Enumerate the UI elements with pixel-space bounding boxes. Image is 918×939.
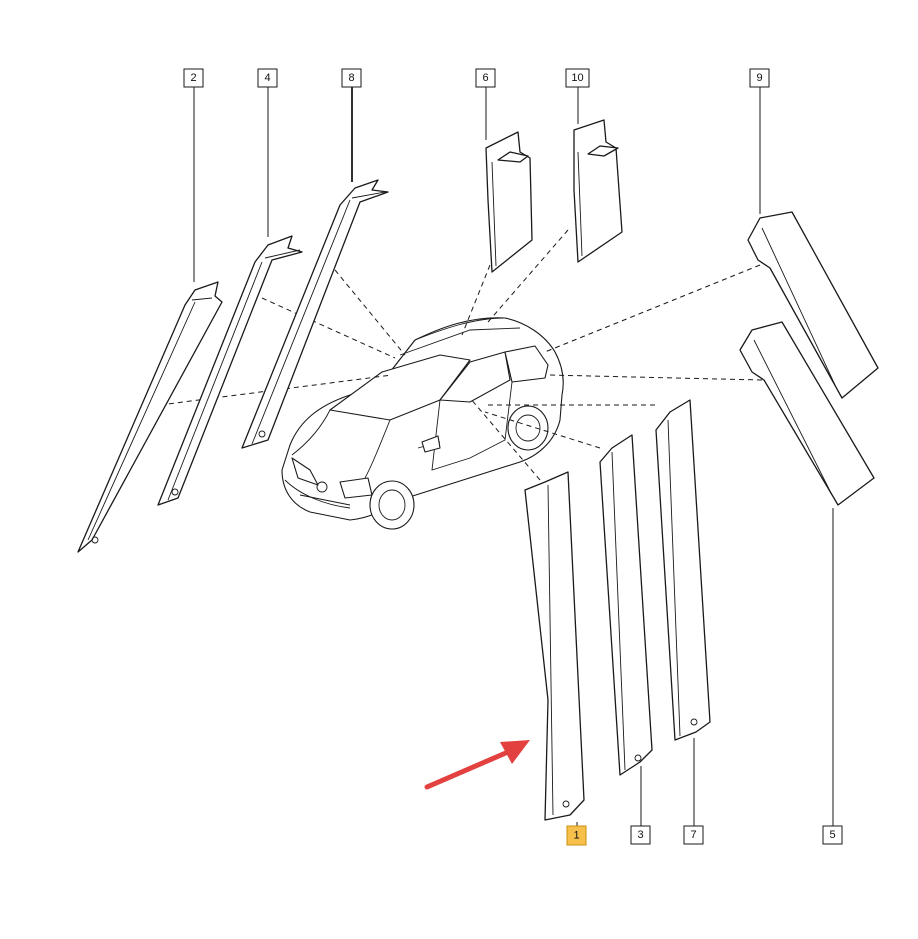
callout-label: 2: [190, 72, 196, 84]
trim-part-4: [157, 235, 303, 506]
callout-label: 9: [756, 72, 762, 84]
callout-label: 7: [690, 829, 696, 841]
callout-label: 6: [482, 72, 488, 84]
callout-label: 1: [573, 830, 579, 842]
callout-3[interactable]: 3: [630, 825, 651, 845]
trim-part-2: [77, 281, 223, 553]
callout-label: 10: [571, 72, 583, 84]
callout-label: 4: [264, 72, 270, 84]
callout-label: 8: [348, 72, 354, 84]
trim-part-8: [241, 179, 389, 449]
trim-part-3: [599, 434, 653, 776]
callout-2[interactable]: 2: [183, 68, 204, 88]
trim-part-9: [747, 211, 879, 399]
trim-part-7: [655, 399, 711, 741]
car-illustration: [281, 317, 564, 530]
trim-part-1: [524, 471, 585, 821]
callout-label: 5: [829, 829, 835, 841]
callout-5[interactable]: 5: [822, 825, 843, 845]
trim-part-10: [573, 119, 623, 263]
callout-10[interactable]: 10: [565, 68, 590, 88]
callout-7[interactable]: 7: [683, 825, 704, 845]
callout-label: 3: [637, 829, 643, 841]
callout-9[interactable]: 9: [749, 68, 770, 88]
callout-8[interactable]: 8: [341, 68, 362, 88]
callout-6[interactable]: 6: [475, 68, 496, 88]
trim-part-5: [739, 321, 875, 506]
trim-part-6: [485, 131, 533, 273]
pointer-lines: [159, 229, 763, 481]
callout-4[interactable]: 4: [257, 68, 278, 88]
red-arrow-icon: [424, 740, 530, 790]
leader-lines: [193, 87, 834, 826]
callout-1[interactable]: 1: [566, 825, 587, 846]
